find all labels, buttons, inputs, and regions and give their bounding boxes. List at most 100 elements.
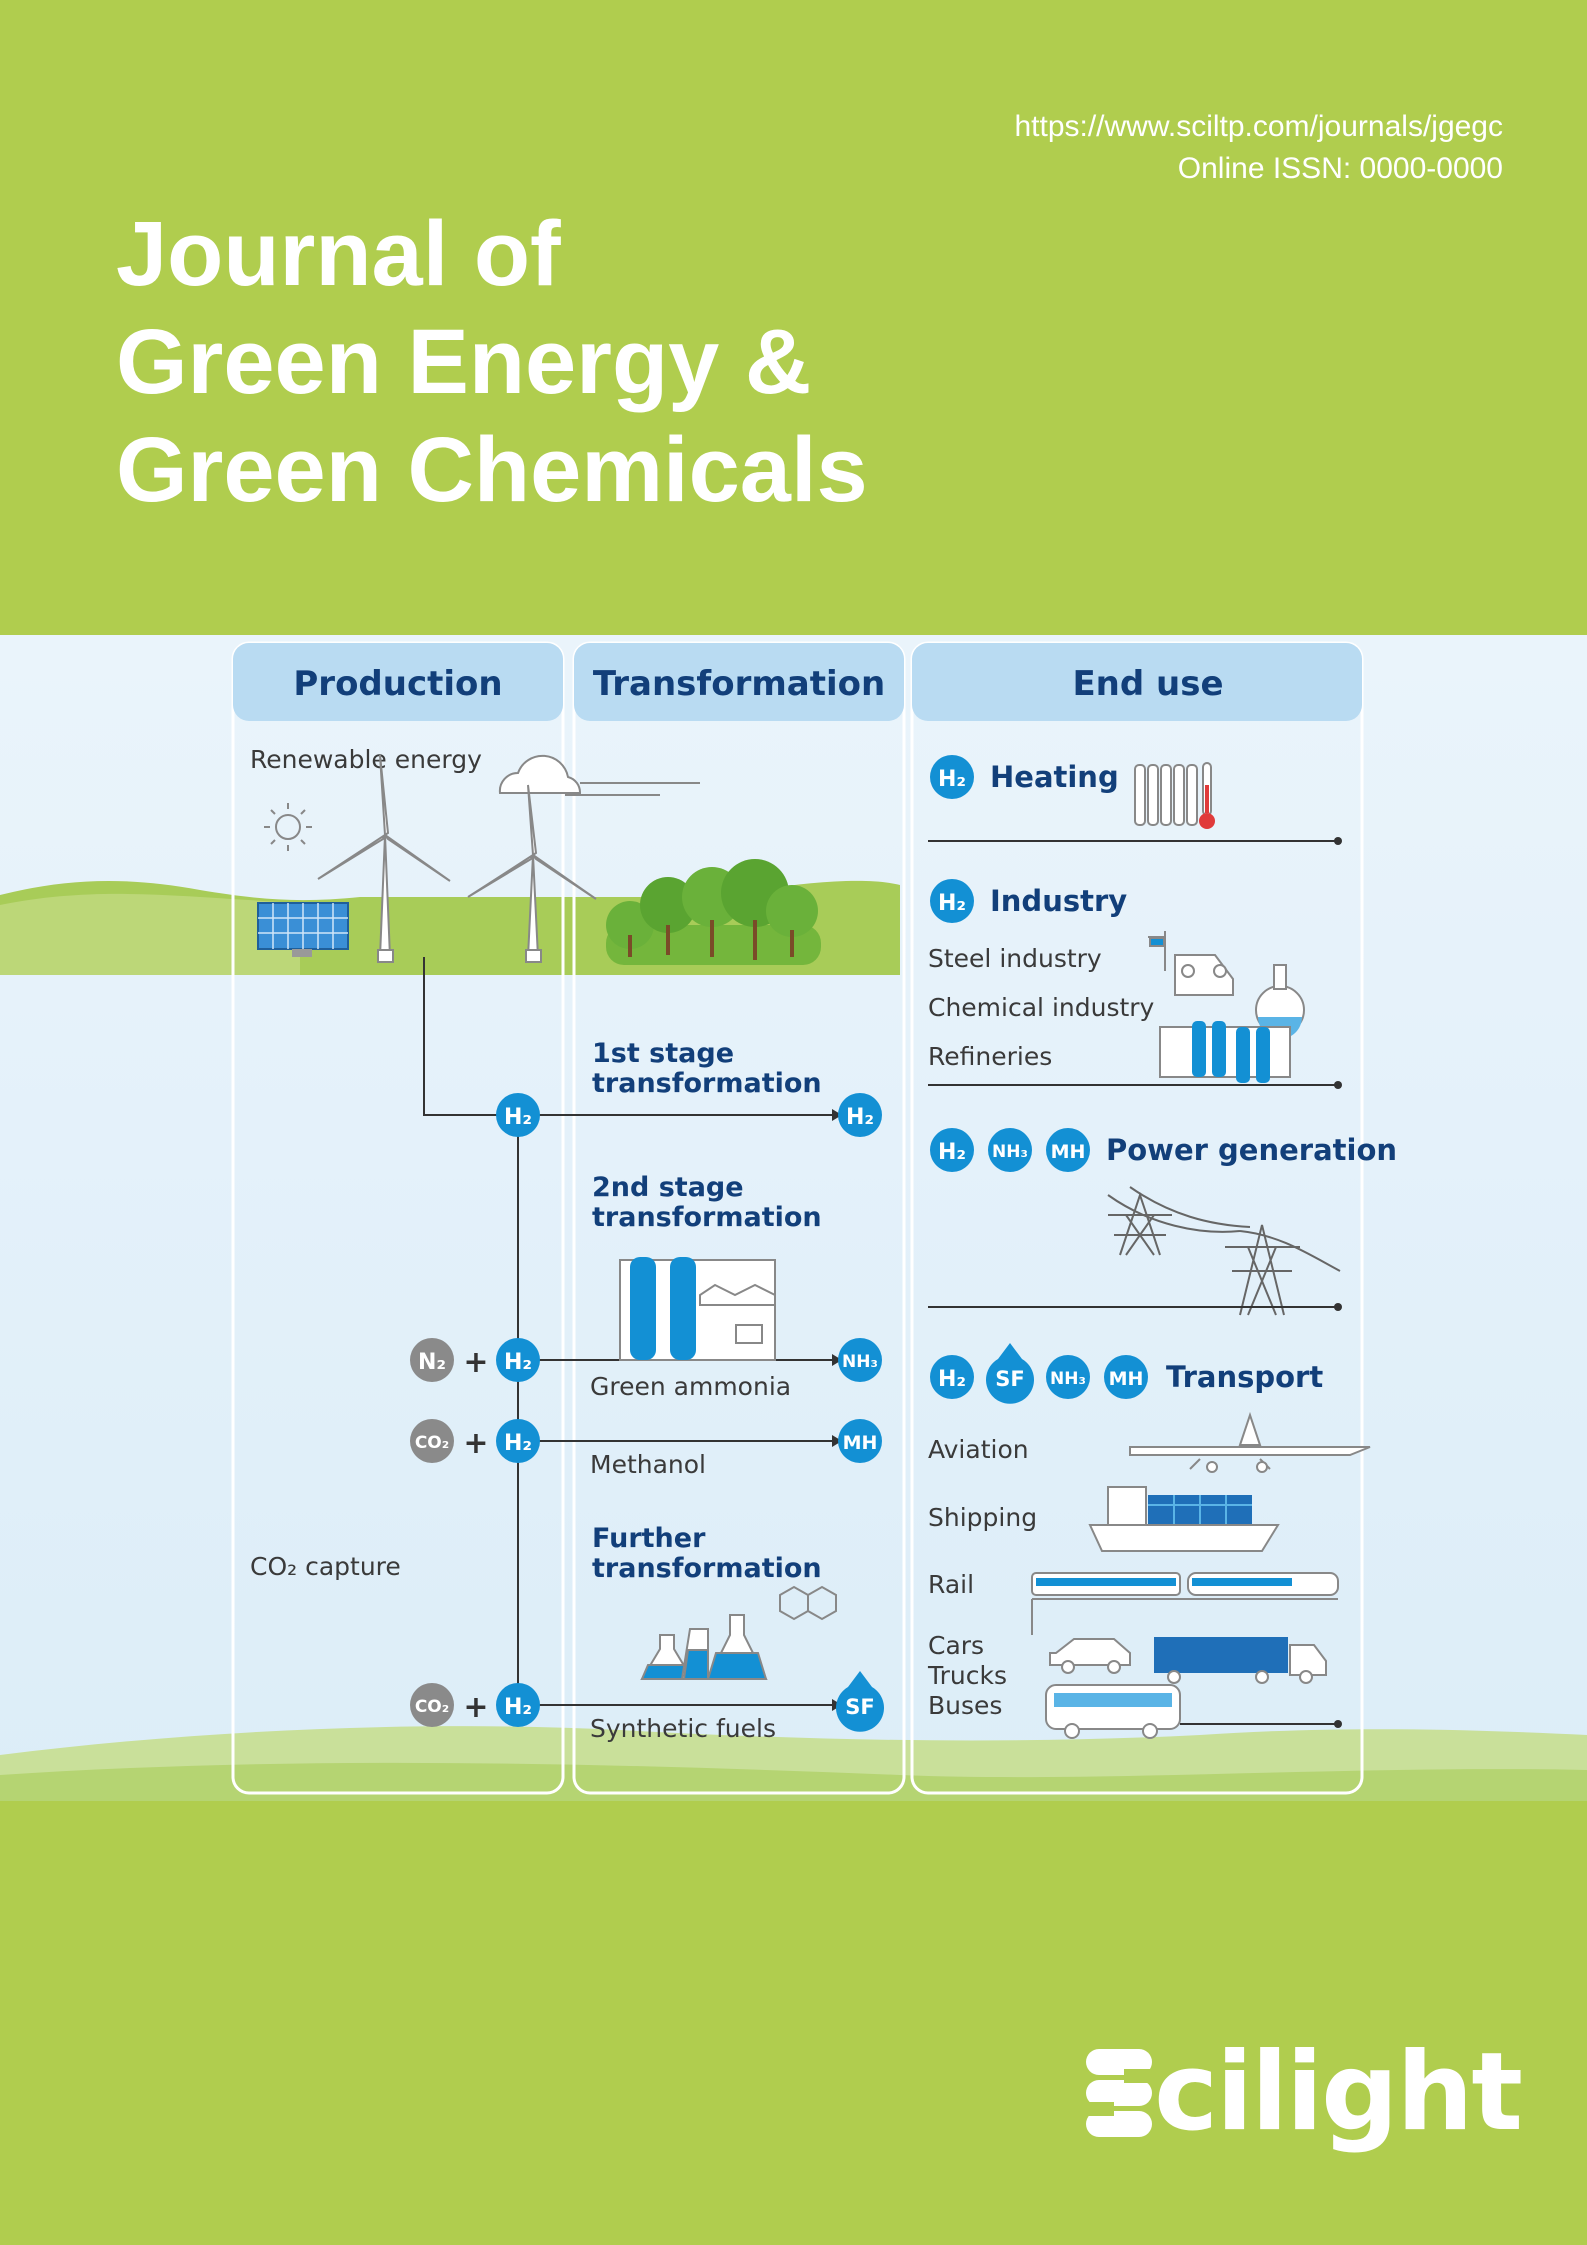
stage2-line1: 2nd stage: [592, 1172, 744, 1203]
divider-transport: [1180, 1720, 1342, 1728]
mh-badge-power: MH: [1046, 1128, 1090, 1172]
industry-refineries: Refineries: [928, 1042, 1052, 1071]
journal-url[interactable]: https://www.sciltp.com/journals/jgegc: [1014, 110, 1503, 143]
svg-text:H₂: H₂: [938, 1140, 966, 1165]
mh-badge-output: MH: [838, 1419, 882, 1463]
end-use-transport: Transport: [1166, 1360, 1323, 1394]
label-synthetic-fuels: Synthetic fuels: [590, 1714, 776, 1743]
svg-text:MH: MH: [1109, 1368, 1144, 1390]
transport-aviation: Aviation: [928, 1435, 1029, 1464]
forest-icon: [606, 859, 821, 965]
svg-text:H₂: H₂: [938, 1367, 966, 1392]
divider-power: [928, 1303, 1342, 1311]
scilight-logo: cilight: [1084, 2030, 1523, 2155]
title-line-3: Green Chemicals: [116, 419, 868, 521]
plus-sign-methanol: +: [463, 1426, 488, 1461]
flow-arrowheads: [832, 1109, 842, 1711]
svg-text:SF: SF: [995, 1367, 1024, 1391]
svg-text:NH₃: NH₃: [842, 1352, 878, 1372]
plus-sign-synthetic: +: [463, 1690, 488, 1725]
title-line-2: Green Energy &: [116, 311, 812, 413]
thermometer-icon: [1199, 762, 1215, 829]
svg-text:H₂: H₂: [846, 1105, 874, 1130]
transport-cars: Cars: [928, 1631, 984, 1660]
h2-badge-stage1-output: H₂: [838, 1093, 882, 1137]
radiator-icon: [1134, 764, 1198, 826]
transport-trucks: Trucks: [927, 1661, 1007, 1690]
sun-icon: [264, 803, 312, 851]
svg-text:MH: MH: [843, 1432, 878, 1454]
transport-rail: Rail: [928, 1570, 974, 1599]
h2-badge-power: H₂: [930, 1128, 974, 1172]
industry-chemical: Chemical industry: [928, 993, 1155, 1022]
svg-text:H₂: H₂: [938, 767, 966, 792]
stage1-line1: 1st stage: [592, 1038, 734, 1069]
refinery-icon: [1159, 964, 1305, 1083]
flow-lines: [423, 957, 832, 1708]
hill-bottom-2: [0, 1762, 1587, 1801]
h2-badge-synthetic: H₂: [496, 1683, 540, 1727]
column-heading-end-use: End use: [1072, 664, 1223, 704]
title-line-1: Journal of: [116, 203, 561, 305]
power-pylon-icon: [1107, 1186, 1341, 1316]
h2-badge-methanol: H₂: [496, 1419, 540, 1463]
hydrogen-value-chain-figure: Production Transformation End use Renewa…: [0, 635, 1587, 1801]
stage1-line2: transformation: [592, 1068, 822, 1099]
h2-badge-ammonia: H₂: [496, 1338, 540, 1382]
svg-text:CO₂: CO₂: [415, 1433, 449, 1453]
wind-turbine-icon: [317, 754, 597, 963]
forklift-icon: [1148, 931, 1234, 996]
label-methanol: Methanol: [590, 1450, 706, 1479]
ammonia-plant-icon: [619, 1257, 776, 1361]
car-icon: [1049, 1638, 1131, 1674]
svg-text:CO₂: CO₂: [415, 1697, 449, 1717]
scilight-wordmark: cilight: [1154, 2030, 1523, 2155]
svg-text:H₂: H₂: [504, 1695, 532, 1720]
figure-background: [0, 635, 1587, 1801]
further-line2: transformation: [592, 1553, 822, 1584]
sf-badge-transport: SF: [986, 1343, 1034, 1404]
bus-icon: [1045, 1684, 1181, 1739]
solar-panel-icon: [257, 902, 349, 957]
divider-industry: [928, 1081, 1342, 1089]
end-use-industry: Industry: [990, 884, 1127, 918]
svg-text:SF: SF: [845, 1695, 874, 1719]
h2-badge-stage1: H₂: [496, 1093, 540, 1137]
svg-text:H₂: H₂: [938, 891, 966, 916]
header-tab-production: [233, 643, 563, 721]
scilight-s-mark-icon: [1084, 2049, 1155, 2137]
end-use-heating: Heating: [990, 760, 1119, 794]
cloud-icon: [498, 754, 700, 796]
svg-text:MH: MH: [1051, 1141, 1086, 1163]
column-heading-production: Production: [293, 664, 502, 704]
co2-badge-methanol: CO₂: [410, 1419, 454, 1463]
label-green-ammonia: Green ammonia: [590, 1372, 791, 1401]
plus-sign-ammonia: +: [463, 1345, 488, 1380]
divider-heating: [928, 837, 1342, 845]
h2-badge-industry: H₂: [930, 879, 974, 923]
hill-top-light: [0, 893, 300, 975]
end-use-power-generation: Power generation: [1106, 1133, 1397, 1167]
sf-badge-output: SF: [836, 1671, 884, 1732]
lab-flask-icon: [640, 1585, 837, 1680]
svg-text:NH₃: NH₃: [1050, 1369, 1086, 1389]
train-icon: [1031, 1572, 1339, 1635]
journal-issn: Online ISSN: 0000-0000: [1177, 152, 1503, 185]
svg-text:H₂: H₂: [504, 1105, 532, 1130]
svg-text:H₂: H₂: [504, 1350, 532, 1375]
nh3-badge-transport: NH₃: [1046, 1355, 1090, 1399]
transport-shipping: Shipping: [928, 1503, 1037, 1532]
svg-text:H₂: H₂: [504, 1431, 532, 1456]
journal-title: Journal of Green Energy & Green Chemical…: [116, 200, 868, 524]
transport-buses: Buses: [928, 1691, 1002, 1720]
nh3-badge-output: NH₃: [838, 1338, 882, 1382]
truck-icon: [1154, 1637, 1327, 1684]
further-line1: Further: [592, 1523, 706, 1554]
label-co2-capture: CO₂ capture: [250, 1552, 401, 1581]
stage2-line2: transformation: [592, 1202, 822, 1233]
column-heading-transformation: Transformation: [593, 664, 885, 704]
svg-text:N₂: N₂: [418, 1350, 446, 1375]
h2-badge-transport: H₂: [930, 1355, 974, 1399]
label-renewable-energy: Renewable energy: [250, 745, 482, 774]
industry-steel: Steel industry: [928, 944, 1102, 973]
